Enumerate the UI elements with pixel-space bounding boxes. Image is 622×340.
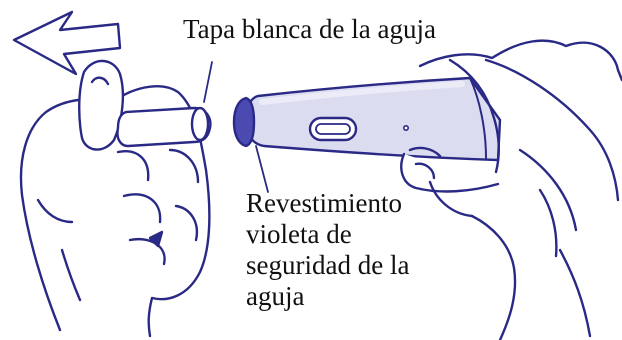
safety-sleeve-label-line: violeta de <box>246 219 352 249</box>
needle-cap-label: Tapa blanca de la aguja <box>183 14 436 44</box>
arrow-left-icon <box>12 10 122 76</box>
pen-injector <box>232 76 502 193</box>
safety-sleeve-label-line: aguja <box>246 281 305 311</box>
left-hand <box>19 59 213 338</box>
safety-sleeve-label: Revestimiento violeta de seguridad de la… <box>246 188 409 312</box>
right-hand <box>400 39 622 340</box>
safety-sleeve-label-line: seguridad de la <box>246 250 410 280</box>
safety-sleeve-label-line: Revestimiento <box>246 188 402 218</box>
